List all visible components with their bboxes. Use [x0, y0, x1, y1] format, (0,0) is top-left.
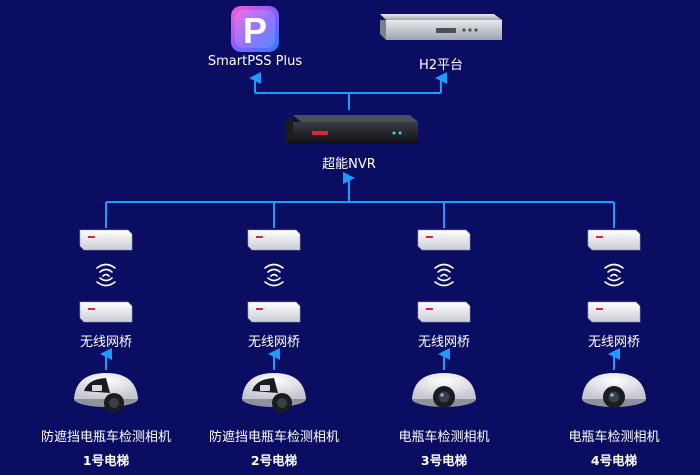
connection-lines	[100, 72, 620, 370]
branch-4-wifi-icon	[604, 263, 624, 287]
branch-3-bridge-label: 无线网桥	[417, 335, 471, 350]
branch-4-bridge-label: 无线网桥	[587, 335, 641, 350]
branch-1-top-bridge-icon	[79, 229, 133, 251]
logo-letter: P	[243, 10, 267, 51]
branch-1-bottom-bridge-icon	[79, 301, 133, 323]
nvr-device-icon	[285, 115, 418, 144]
branch-4-bottom-bridge-icon	[587, 301, 641, 323]
branch-2-elevator-label: 2号电梯	[250, 453, 298, 468]
branch-2-top-bridge-icon	[247, 229, 301, 251]
branch-2-wifi-icon	[264, 263, 284, 287]
h2-server-icon	[380, 14, 502, 40]
branch-3-elevator-label: 3号电梯	[420, 453, 468, 468]
branch-2-camera-icon	[242, 373, 306, 413]
branch-3-top-bridge-icon	[417, 229, 471, 251]
nvr-label: 超能NVR	[322, 157, 376, 172]
branch-1-camera-icon	[74, 373, 138, 413]
branch-4-camera-label: 电瓶车检测相机	[568, 430, 660, 445]
branch-4-camera-icon	[582, 373, 646, 408]
branch-3-camera-icon	[412, 373, 476, 408]
branch-3-bottom-bridge-icon	[417, 301, 471, 323]
branch-4-elevator-label: 4号电梯	[590, 453, 638, 468]
branch-3-camera-label: 电瓶车检测相机	[398, 430, 490, 445]
branch-2-bottom-bridge-icon	[247, 301, 301, 323]
branch-2-bridge-label: 无线网桥	[247, 335, 301, 350]
smartpss-logo-icon: P	[231, 6, 279, 52]
branch-1-elevator-label: 1号电梯	[82, 453, 130, 468]
h2-platform-label: H2平台	[418, 58, 464, 73]
branch-1-bridge-label: 无线网桥	[79, 335, 133, 350]
branch-1-camera-label: 防遮挡电瓶车检测相机	[40, 430, 172, 445]
branch-2-camera-label: 防遮挡电瓶车检测相机	[208, 430, 340, 445]
smartpss-label: SmartPSS Plus	[207, 54, 303, 69]
branch-3-wifi-icon	[434, 263, 454, 287]
branch-1-wifi-icon	[96, 263, 116, 287]
branch-4-top-bridge-icon	[587, 229, 641, 251]
